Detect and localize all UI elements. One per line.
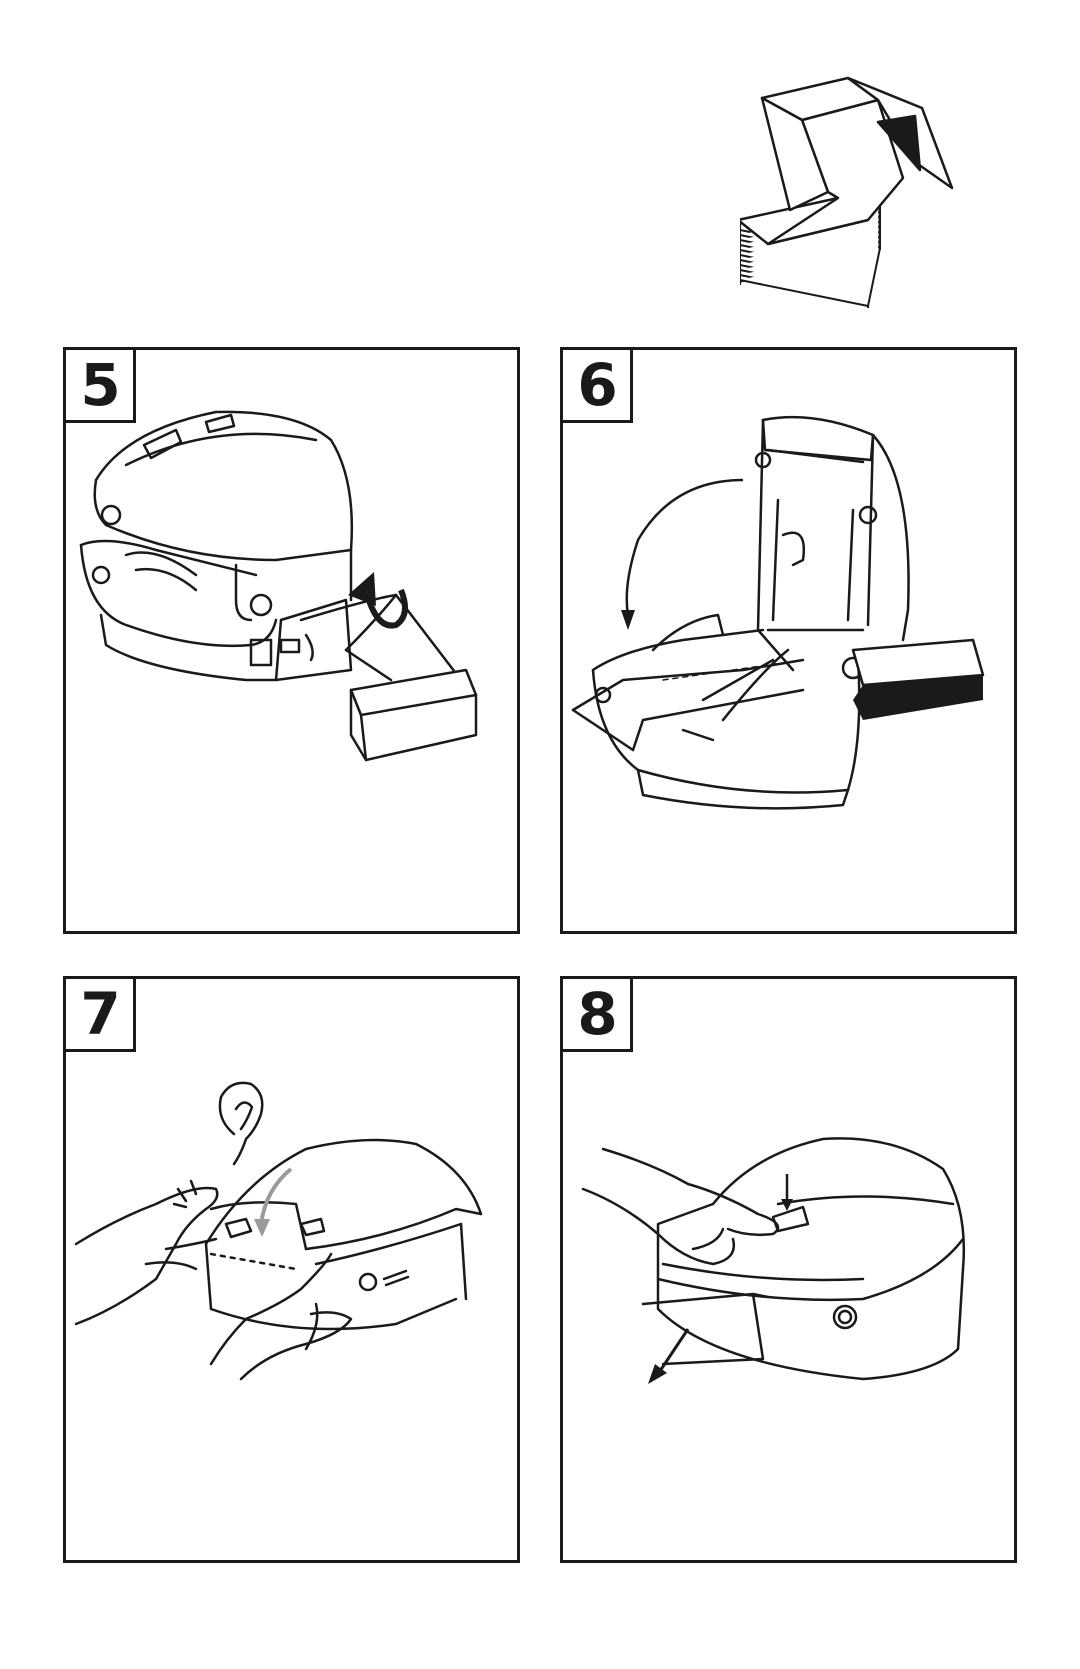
printer-open-load-media-illustration	[563, 350, 1014, 931]
step-5-panel: 5	[63, 347, 520, 934]
printer-feed-media-illustration	[66, 350, 517, 931]
step-number: 6	[560, 347, 633, 423]
ear-icon	[220, 1083, 262, 1164]
step-7-panel: 7	[63, 976, 520, 1563]
step-6-panel: 6	[560, 347, 1017, 934]
step-8-panel: 8	[560, 976, 1017, 1563]
step-number: 7	[63, 976, 136, 1052]
printer-close-cover-illustration	[66, 979, 517, 1560]
fanfold-media-illustration	[740, 70, 1020, 310]
printer-feed-button-illustration	[563, 979, 1014, 1384]
step-number: 5	[63, 347, 136, 423]
step-number: 8	[560, 976, 633, 1052]
